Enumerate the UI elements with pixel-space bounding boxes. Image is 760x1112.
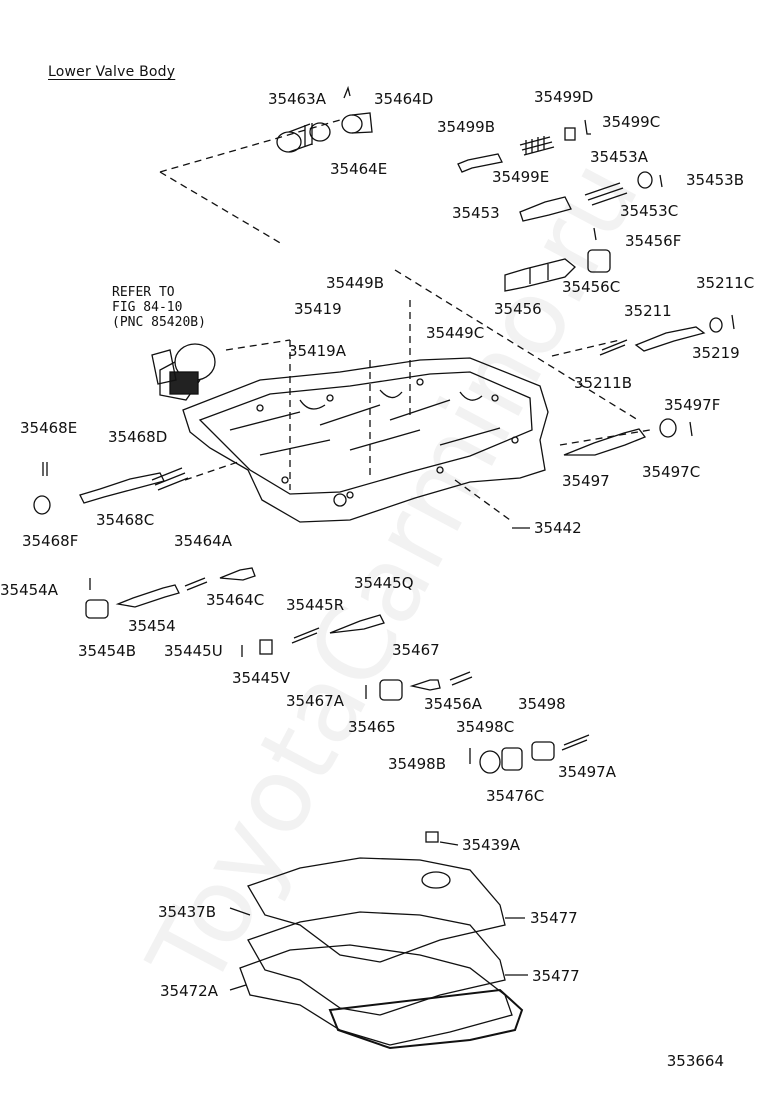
part-group-35454: [85, 567, 256, 619]
reference-note: REFER TO FIG 84-10 (PNC 85420B): [112, 285, 206, 330]
part-label[interactable]: 35497A: [558, 763, 616, 781]
part-group-35467: [365, 671, 473, 701]
part-label[interactable]: 35219: [692, 344, 740, 362]
part-label[interactable]: 35497F: [664, 396, 721, 414]
part-label[interactable]: 35453: [452, 204, 500, 222]
part-label[interactable]: 35211C: [696, 274, 755, 292]
part-label[interactable]: 35445U: [164, 642, 223, 660]
part-label[interactable]: 35463A: [268, 90, 326, 108]
part-label[interactable]: 35419: [294, 300, 342, 318]
part-label[interactable]: 35453A: [590, 148, 648, 166]
part-label[interactable]: 35454: [128, 617, 176, 635]
part-label[interactable]: 35499E: [492, 168, 550, 186]
solenoid-assembly: [151, 343, 216, 401]
part-label[interactable]: 35476C: [486, 787, 545, 805]
part-label[interactable]: 35445R: [286, 596, 345, 614]
part-label[interactable]: 35468E: [20, 419, 78, 437]
part-label[interactable]: 35211: [624, 302, 672, 320]
part-label[interactable]: 35419A: [288, 342, 346, 360]
part-label[interactable]: 35456: [494, 300, 542, 318]
part-group-35498: [469, 734, 590, 774]
part-label[interactable]: 35472A: [160, 982, 218, 1000]
part-label[interactable]: 35467A: [286, 692, 344, 710]
part-label[interactable]: 35445Q: [354, 574, 414, 592]
part-label[interactable]: 35211B: [574, 374, 633, 392]
valve-body-casting: [182, 357, 549, 523]
part-label[interactable]: 35453C: [620, 202, 679, 220]
part-group-35463A: [276, 85, 373, 153]
part-label[interactable]: 35499D: [534, 88, 594, 106]
part-label[interactable]: 35468F: [22, 532, 79, 550]
part-label[interactable]: 35456A: [424, 695, 482, 713]
part-label[interactable]: 35464D: [374, 90, 434, 108]
part-label[interactable]: 35465: [348, 718, 396, 736]
part-label[interactable]: 35497C: [642, 463, 701, 481]
part-label[interactable]: 35449B: [326, 274, 385, 292]
part-group-35499: [457, 119, 663, 222]
part-label[interactable]: 35468C: [96, 511, 155, 529]
part-label[interactable]: 35464E: [330, 160, 388, 178]
part-label[interactable]: 35437B: [158, 903, 217, 921]
part-group-35456: [504, 227, 735, 456]
part-label[interactable]: 35467: [392, 641, 440, 659]
part-group-35468: [33, 462, 189, 515]
part-label[interactable]: 35454A: [0, 581, 58, 599]
part-label[interactable]: 35456C: [562, 278, 621, 296]
part-label[interactable]: 35468D: [108, 428, 168, 446]
drawing-number: 353664: [666, 1052, 724, 1070]
dashed-guides: [159, 119, 651, 521]
separator-plates: [239, 831, 524, 1050]
part-label[interactable]: 35499B: [437, 118, 496, 136]
part-label[interactable]: 35454B: [78, 642, 137, 660]
diagram-title: Lower Valve Body: [48, 64, 176, 80]
part-label[interactable]: 35449C: [426, 324, 485, 342]
part-label[interactable]: 35456F: [625, 232, 682, 250]
part-label[interactable]: 35442: [534, 519, 582, 537]
part-label[interactable]: 35477: [530, 909, 578, 927]
part-label[interactable]: 35498B: [388, 755, 447, 773]
part-label[interactable]: 35445V: [232, 669, 290, 687]
part-label[interactable]: 35498C: [456, 718, 515, 736]
leader-lines: [229, 527, 530, 991]
part-label[interactable]: 35453B: [686, 171, 745, 189]
part-label[interactable]: 35477: [532, 967, 580, 985]
part-label[interactable]: 35498: [518, 695, 566, 713]
part-group-35445: [241, 614, 385, 657]
part-label[interactable]: 35439A: [462, 836, 520, 854]
part-label[interactable]: 35464C: [206, 591, 265, 609]
part-label[interactable]: 35464A: [174, 532, 232, 550]
part-label[interactable]: 35499C: [602, 113, 661, 131]
part-label[interactable]: 35497: [562, 472, 610, 490]
